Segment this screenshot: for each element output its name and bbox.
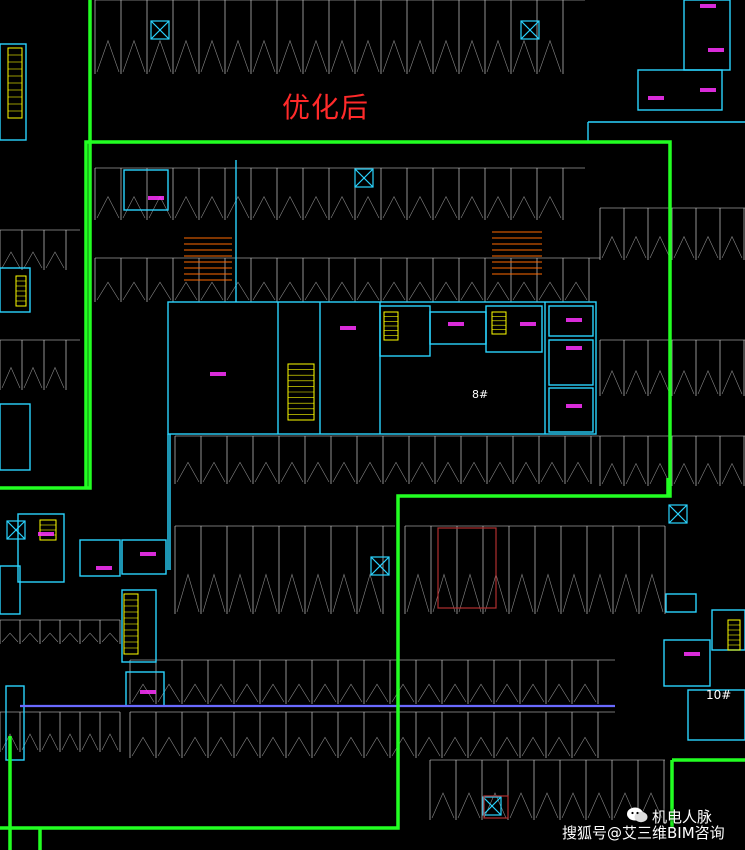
building-label-10: 10# [706,688,732,702]
drawing-title: 优化后 [282,91,370,124]
room-tags [38,4,724,694]
stairs [7,47,741,655]
watermark-brand: 机电人脉 [652,808,713,826]
red-outline [437,527,509,819]
ramps [184,231,542,281]
watermark-source: 搜狐号@艾三维BIM咨询 [562,824,725,842]
fan-symbols [6,20,688,816]
wechat-icon [627,807,648,823]
parking-rows [0,0,745,820]
building-walls [0,0,745,761]
building-label-8: 8# [472,388,489,401]
